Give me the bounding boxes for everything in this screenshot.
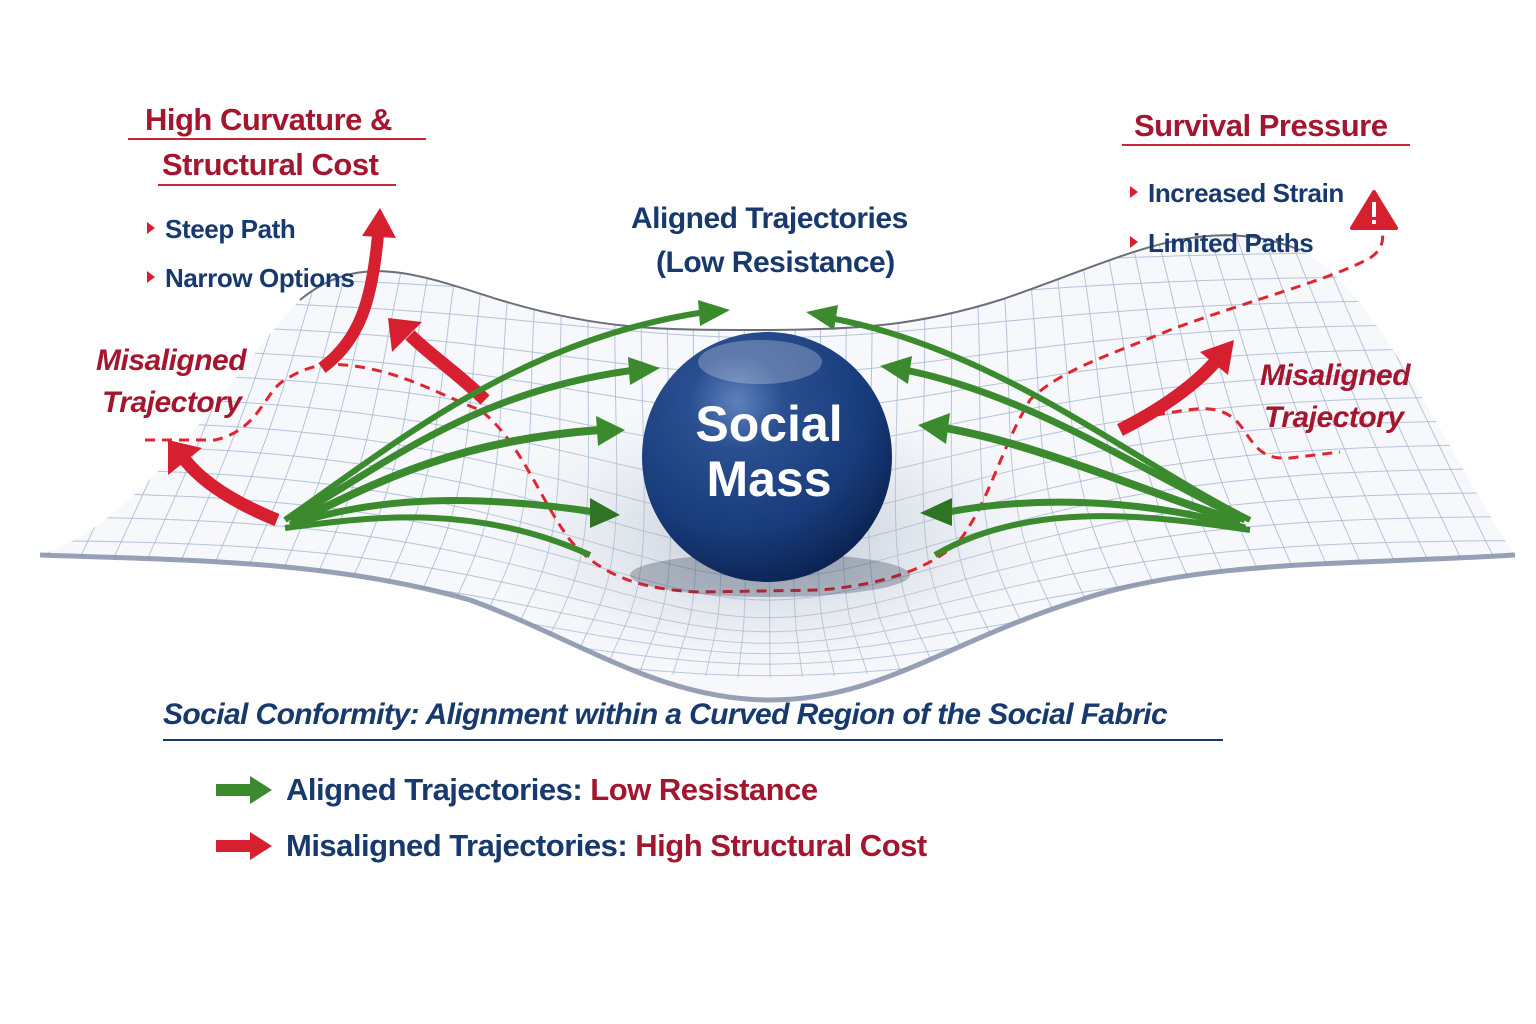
survival-pressure-title: Survival Pressure [1134,108,1388,143]
sphere-highlight [698,340,822,384]
right-misaligned-line2: Trajectory [1264,401,1404,434]
legend-label: Misaligned Trajectories: [286,828,628,863]
caption-underline [163,739,1223,741]
red-arrow-steep-up [318,208,396,373]
bullet-steep-path: Steep Path [147,214,296,245]
bullet-text: Narrow Options [165,263,355,293]
right-dashed-path [958,231,1385,541]
high-curvature-title-underline2 [158,184,396,186]
left-dashed-path [145,362,962,594]
aligned-trajectories-label-line2: (Low Resistance) [656,246,895,279]
legend-item-aligned: Aligned Trajectories: Low Resistance [216,772,818,808]
green-arrow-left-5 [284,514,592,558]
sphere-label-line1: Social [695,396,842,452]
high-curvature-title-line1: High Curvature & [145,102,392,137]
sphere-label-line2: Mass [706,451,831,507]
red-arrow-icon [216,832,272,860]
caption-rest: Alignment within a Curved Region of the … [418,698,1168,731]
red-arrow-lower-left [168,440,280,527]
bullet-increased-strain: Increased Strain [1130,178,1344,209]
green-arrow-right-2 [880,356,1247,524]
bullet-triangle-icon [147,222,155,235]
bullet-narrow-options: Narrow Options [147,263,355,294]
caption: Social Conformity: Alignment within a Cu… [163,698,1168,732]
grid-line [40,235,100,641]
grid-line [1415,235,1515,641]
left-misaligned-line2: Trajectory [102,386,242,419]
caption-bold: Social Conformity: [163,698,419,731]
bullet-triangle-icon [1130,236,1138,249]
green-arrow-right-5 [933,513,1251,558]
fabric-back-edge [299,234,1301,332]
green-arrow-right-4 [920,498,1246,532]
legend-label: Aligned Trajectories: [286,772,583,807]
green-arrow-left-2 [288,357,660,524]
aligned-trajectories-label-line1: Aligned Trajectories [631,202,908,235]
sphere-body [642,332,892,582]
high-curvature-title-underline1 [128,138,426,140]
green-arrow-left-1 [283,300,730,523]
bullet-text: Steep Path [165,214,296,244]
bullet-triangle-icon [1130,186,1138,199]
bullet-text: Increased Strain [1148,178,1344,208]
green-arrow-right-1 [806,305,1252,523]
green-arrow-right-3 [918,413,1242,526]
bullet-limited-paths: Limited Paths [1130,228,1314,259]
right-wavy-dashed-path [1154,407,1341,460]
fabric-front-edge [39,552,1516,703]
bullet-text: Limited Paths [1148,228,1314,258]
right-misaligned-label: Misaligned Trajectory [1260,355,1411,439]
legend-highlight: Low Resistance [590,772,818,807]
grid-line [1440,235,1515,641]
aligned-arrows [283,300,1252,558]
left-misaligned-label: Misaligned Trajectory [96,340,247,424]
high-curvature-title-line2: Structural Cost [162,147,379,182]
legend-highlight: High Structural Cost [635,828,927,863]
survival-pressure-underline [1122,144,1410,146]
misaligned-arrows [168,208,1234,527]
red-arrow-right [1117,340,1234,436]
green-arrow-left-4 [288,497,620,529]
legend-item-misaligned: Misaligned Trajectories: High Structural… [216,828,927,864]
green-arrow-left-3 [293,416,625,526]
misaligned-dashed-paths [145,231,1385,594]
social-mass-sphere: Social Mass [630,332,910,597]
green-arrow-icon [216,776,272,804]
right-misaligned-line1: Misaligned [1260,359,1411,392]
bullet-triangle-icon [147,271,155,284]
left-misaligned-line1: Misaligned [96,344,247,377]
warning-triangle-icon [1350,190,1398,230]
